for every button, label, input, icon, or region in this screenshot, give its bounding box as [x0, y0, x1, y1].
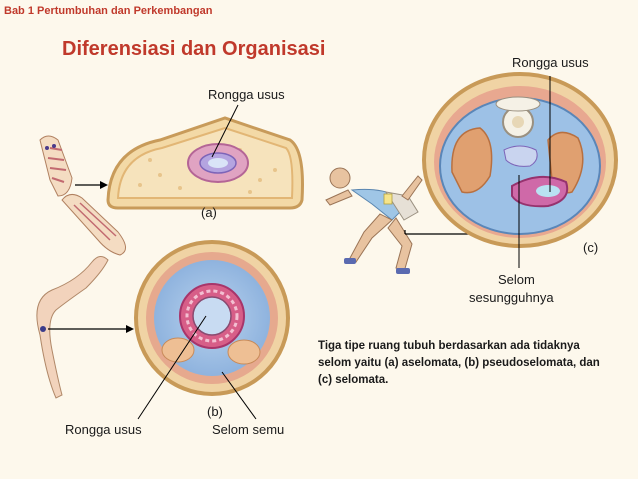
arrow-a-head — [100, 181, 108, 189]
leader-b-selom-semu — [221, 371, 257, 420]
label-a-tag: (a) — [201, 205, 217, 220]
label-b-selom-semu: Selom semu — [212, 422, 285, 437]
label-c-selom: Selom — [498, 272, 535, 287]
figure-caption: Tiga tipe ruang tubuh berdasarkan ada ti… — [318, 340, 600, 386]
leader-a-rongga-usus — [211, 104, 239, 158]
acoelomate-section — [106, 116, 304, 210]
label-c-tag: (c) — [583, 240, 599, 255]
label-a-rongga-usus: Rongga usus — [208, 87, 285, 102]
label-b-tag: (b) — [207, 404, 223, 419]
roundworm-illustration — [36, 256, 109, 399]
flatworm-illustration — [39, 135, 126, 256]
label-b-rongga-usus: Rongga usus — [65, 422, 142, 437]
label-c-rongga-usus: Rongga usus — [512, 55, 589, 70]
leader-b-rongga-usus — [137, 315, 207, 420]
label-c-sesungguhnya: sesungguhnya — [469, 290, 554, 305]
runner-illustration — [325, 167, 423, 274]
slide-title: Diferensiasi dan Organisasi — [62, 38, 326, 60]
slide-header: Bab 1 Pertumbuhan dan Perkembangan — [4, 5, 213, 17]
coelomate-section — [422, 72, 618, 248]
arrow-b-head — [126, 325, 134, 333]
pseudocoelomate-section — [134, 240, 290, 396]
